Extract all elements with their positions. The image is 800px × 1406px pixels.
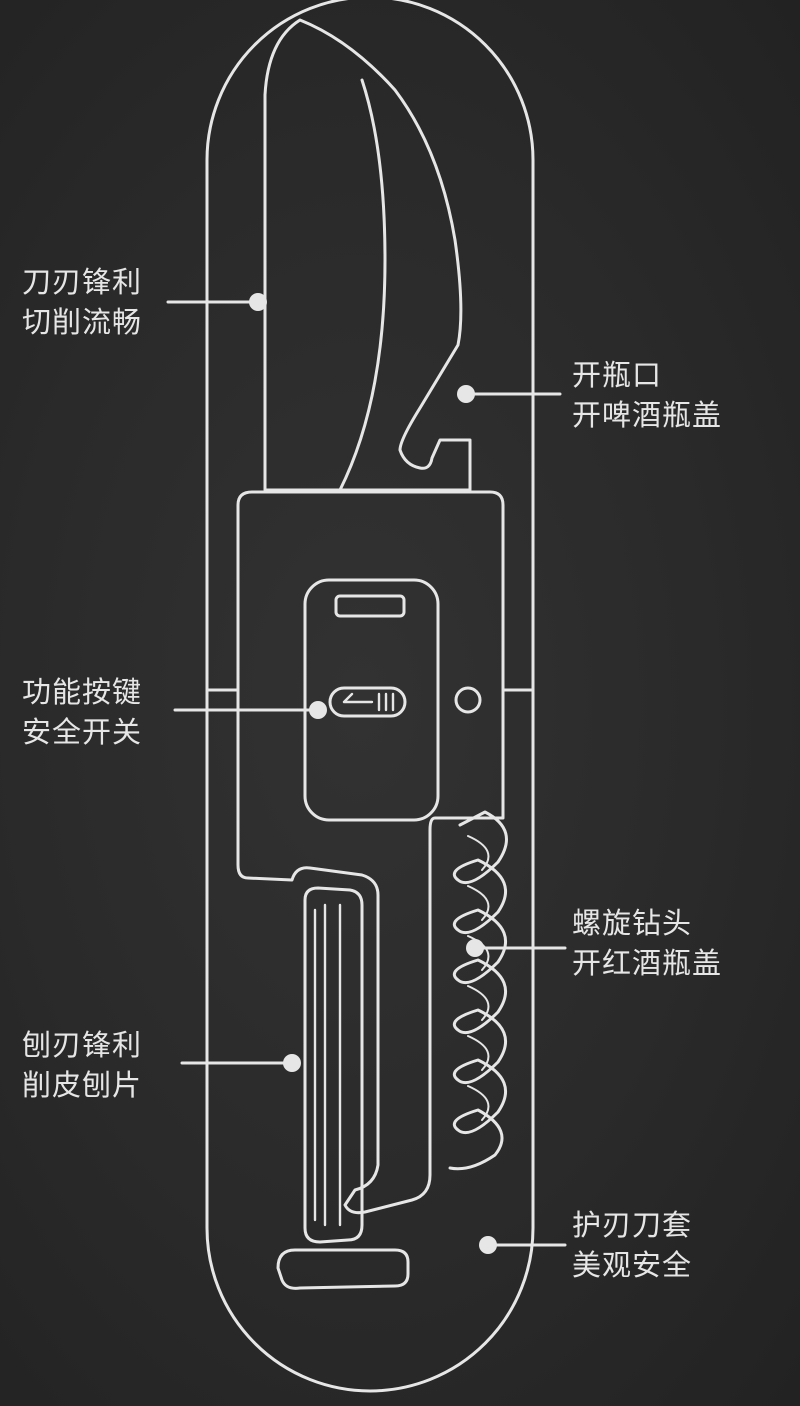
button-panel <box>303 578 440 822</box>
hook-outline <box>276 1248 410 1290</box>
pivot-pin <box>454 686 482 714</box>
corkscrew-spiral <box>448 810 508 1171</box>
callout-safety-button-line1: 功能按键 <box>22 675 143 709</box>
blade-outline <box>263 18 472 492</box>
callout-sheath-line1: 护刃刀套 <box>572 1208 693 1242</box>
peeler-outline <box>303 886 364 1244</box>
safety-button-dot <box>309 701 327 719</box>
sheath-outline <box>205 0 535 1393</box>
blade-edge-line <box>338 78 387 492</box>
callout-peeler-line2: 削皮刨片 <box>22 1068 143 1102</box>
callout-peeler-line1: 刨刃锋利 <box>22 1028 143 1062</box>
bottle-opener-dot <box>457 385 475 403</box>
corkscrew-inner <box>467 835 490 1121</box>
button-lock-icon <box>342 692 395 712</box>
blade-dot <box>249 293 267 311</box>
button-slot <box>328 686 407 718</box>
callout-blade-line1: 刀刃锋利 <box>22 265 143 299</box>
button-window <box>334 594 406 618</box>
callout-bottle-opener-line2: 开啤酒瓶盖 <box>572 398 723 432</box>
callout-safety-button-line2: 安全开关 <box>22 715 143 749</box>
callout-bottle-opener-line1: 开瓶口 <box>572 358 663 392</box>
callout-corkscrew-line1: 螺旋钻头 <box>572 906 693 940</box>
callout-corkscrew: 螺旋钻头 开红酒瓶盖 <box>572 903 722 983</box>
callout-bottle-opener: 开瓶口 开啤酒瓶盖 <box>572 355 722 435</box>
sheath-dot <box>479 1236 497 1254</box>
handle-outline <box>236 490 505 1215</box>
callout-peeler: 刨刃锋利 削皮刨片 <box>22 1025 142 1105</box>
callout-corkscrew-line2: 开红酒瓶盖 <box>572 946 723 980</box>
callout-sheath-line2: 美观安全 <box>572 1248 693 1282</box>
callout-blade: 刀刃锋利 切削流畅 <box>22 262 142 342</box>
callout-blade-line2: 切削流畅 <box>22 305 143 339</box>
callout-safety-button: 功能按键 安全开关 <box>22 672 142 752</box>
callout-sheath: 护刃刀套 美观安全 <box>572 1205 692 1285</box>
corkscrew-dot <box>466 939 484 957</box>
peeler-dot <box>283 1054 301 1072</box>
